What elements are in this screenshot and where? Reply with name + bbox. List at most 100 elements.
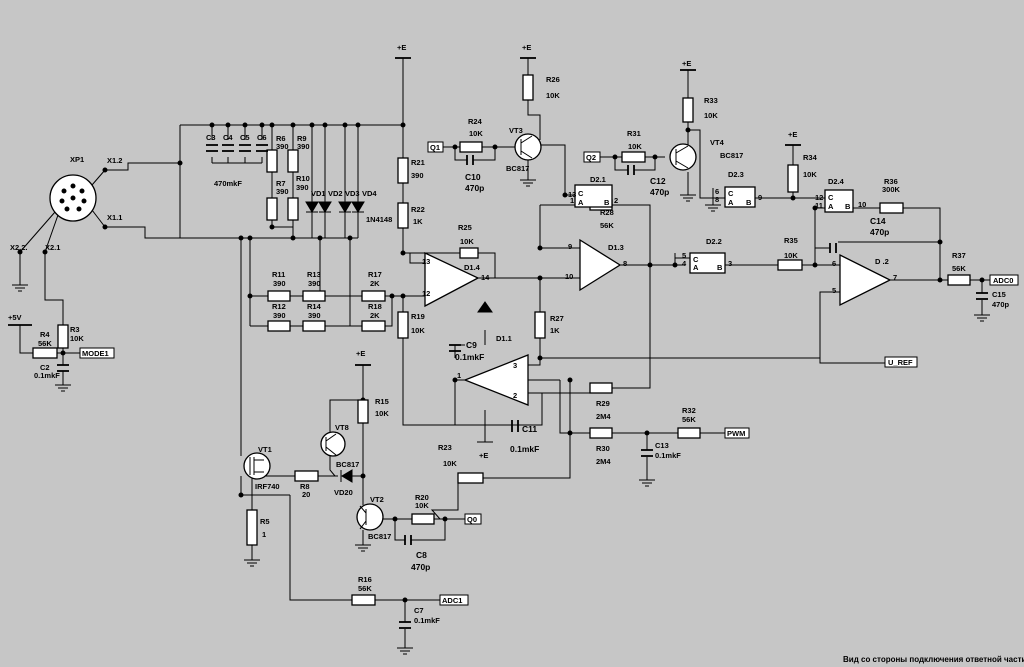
d2-2-label: D2.2 [706, 237, 722, 246]
r18-body [361, 320, 386, 332]
gate-pin-label: A [728, 198, 734, 207]
c3-label: C3 [206, 133, 216, 142]
r9-label: R9 [297, 134, 307, 143]
r14-value: 390 [308, 311, 321, 320]
d2-3-gate [724, 186, 756, 208]
pin-label: 3 [513, 361, 517, 370]
gate-pin-label: B [717, 263, 723, 272]
r12-value: 390 [273, 311, 286, 320]
d2-3-label: D2.3 [728, 170, 744, 179]
vt8-transistor [320, 431, 346, 457]
pin-label: 9 [568, 242, 572, 251]
r33-label: R33 [704, 96, 718, 105]
junctions [17, 122, 985, 603]
pin-label: 10 [858, 200, 866, 209]
r7-body [266, 197, 278, 221]
r35-value: 10K [784, 251, 798, 260]
pin-label: 2 [614, 196, 618, 205]
r17-body [361, 290, 386, 302]
r32-label: R32 [682, 406, 696, 415]
vt2-label: VT2 [370, 495, 384, 504]
r23-label: R23 [438, 443, 452, 452]
c5-label: C5 [240, 133, 250, 142]
vcc-label-6: +E [479, 451, 488, 460]
adc1-label: ADC1 [442, 596, 462, 605]
c13-value: 0.1mkF [655, 451, 681, 460]
r19-label: R19 [411, 312, 425, 321]
r33-value: 10K [704, 111, 718, 120]
r36-body [879, 202, 904, 214]
pin-label: 6 [832, 259, 836, 268]
r19-body [397, 311, 409, 339]
c4-label: C4 [223, 133, 233, 142]
r19-value: 10K [411, 326, 425, 335]
gate-pin-label: A [578, 198, 584, 207]
x2-2-label: X2.2. [10, 243, 28, 252]
u-ref-label: U_REF [888, 358, 913, 367]
pwm-label: PWM [727, 429, 745, 438]
pin-label: 14 [481, 273, 490, 282]
d1-3-label: D1.3 [608, 243, 624, 252]
r15-value: 10K [375, 409, 389, 418]
opamp-symbols [424, 238, 892, 406]
x1-1-label: X1.1 [107, 213, 122, 222]
q1-flag [427, 141, 444, 153]
r7-label: R7 [276, 179, 286, 188]
signal-flags [79, 141, 1019, 606]
vt4-label: VT4 [710, 138, 725, 147]
r36-value: 300K [882, 185, 901, 194]
vd1-label: VD1 [311, 189, 326, 198]
c8-value: 470p [411, 562, 430, 572]
d1-4-label: D1.4 [464, 263, 481, 272]
r7-value: 390 [276, 187, 289, 196]
vt1-mosfet [243, 452, 271, 480]
d2-1-label: D2.1 [590, 175, 606, 184]
r37-body [947, 274, 971, 286]
vcc-label-4: +E [788, 130, 797, 139]
r22-label: R22 [411, 205, 425, 214]
mode1-label: MODE1 [82, 349, 109, 358]
r27-body [534, 311, 546, 339]
r6-value: 390 [276, 142, 289, 151]
r37-label: R37 [952, 251, 966, 260]
vd2-diode [318, 201, 332, 213]
d-2-label: D .2 [875, 257, 889, 266]
r30-value: 2M4 [596, 457, 611, 466]
q1-label: Q1 [430, 143, 440, 152]
r27-label: R27 [550, 314, 564, 323]
pin-label: 5 [832, 286, 836, 295]
r5-value: 1 [262, 530, 266, 539]
r3-label: R3 [70, 325, 80, 334]
vcc-label-3: +E [682, 59, 691, 68]
pin-label: 6 [715, 187, 719, 196]
pin-label: 11 [815, 201, 823, 210]
r25-body [459, 247, 479, 259]
r17-label: R17 [368, 270, 382, 279]
vt1-type: IRF740 [255, 482, 280, 491]
r11-value: 390 [273, 279, 286, 288]
r26-label: R26 [546, 75, 560, 84]
r14-body [302, 320, 326, 332]
r28-value: 56K [600, 221, 614, 230]
u-ref-flag [884, 356, 918, 368]
c7-value: 0.1mkF [414, 616, 440, 625]
r29-body [589, 382, 613, 394]
vd4-label: VD4 [362, 189, 377, 198]
r35-label: R35 [784, 236, 798, 245]
d1-4-opamp [424, 251, 480, 308]
adc0-flag [989, 274, 1019, 286]
r16-value: 56K [358, 584, 372, 593]
vd4-diode [351, 201, 365, 213]
r24-body [459, 141, 483, 153]
vd1-diode [305, 201, 319, 213]
gate-pin-label: B [604, 198, 610, 207]
c13-label: C13 [655, 441, 669, 450]
r37-value: 56K [952, 264, 966, 273]
capacitor-plates [57, 144, 988, 629]
vt8-type: BC817 [336, 460, 359, 469]
r34-label: R34 [803, 153, 818, 162]
c7-label: C7 [414, 606, 424, 615]
r23-body [457, 472, 484, 484]
pin-label: 2 [513, 391, 517, 400]
